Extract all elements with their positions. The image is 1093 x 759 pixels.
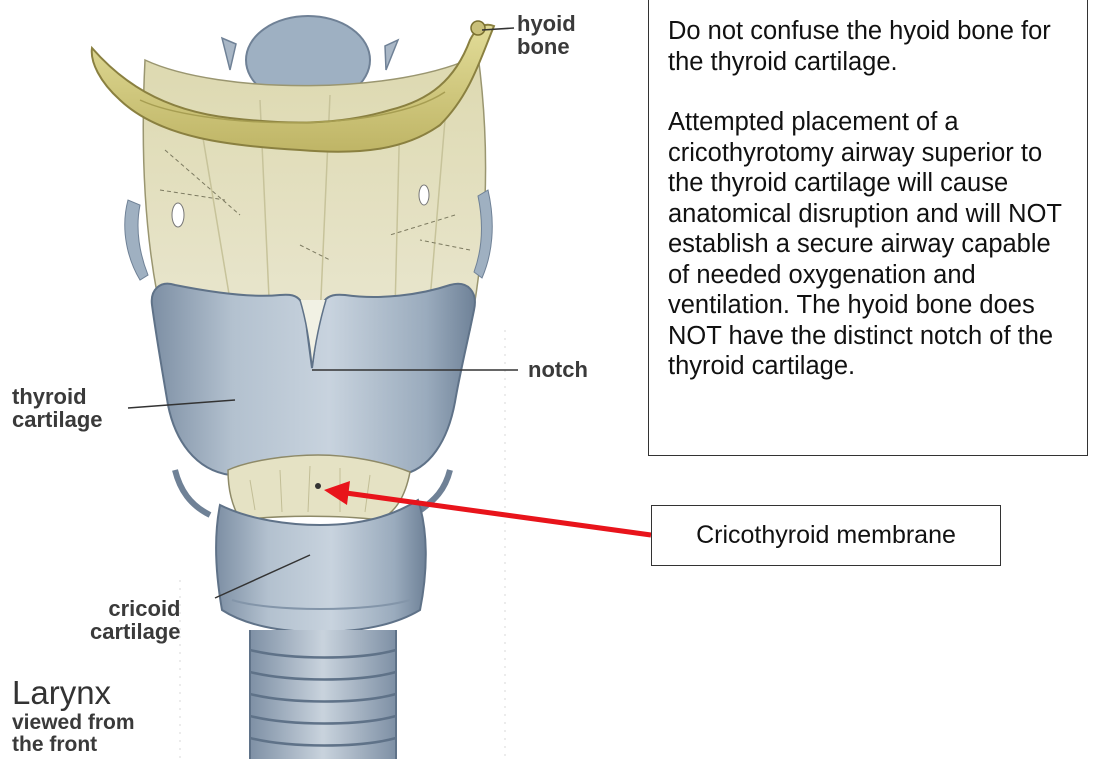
cricothyroid-membrane-callout: Cricothyroid membrane <box>651 505 1001 566</box>
cricoid-cartilage-label-line2: cartilage <box>90 620 181 643</box>
cricoid-cartilage <box>216 500 426 632</box>
cricothyroid-membrane <box>228 455 410 520</box>
notch-label: notch <box>528 358 588 381</box>
thyroid-cartilage-label-line1: thyroid <box>12 385 103 408</box>
hyoid-bone-label-line2: bone <box>517 35 576 58</box>
hyoid-bone-label: hyoid bone <box>517 12 576 58</box>
figure-title: Larynx <box>12 676 111 711</box>
warning-note-box: Do not confuse the hyoid bone for the th… <box>648 0 1088 456</box>
note-paragraph-1: Do not confuse the hyoid bone for the th… <box>668 16 1075 77</box>
figure-subtitle-line1: viewed from <box>12 712 135 734</box>
cricoid-cartilage-label: cricoid cartilage <box>90 597 181 643</box>
hyoid-bone-label-line1: hyoid <box>517 12 576 35</box>
note-paragraph-2: Attempted placement of a cricothyrotomy … <box>668 107 1075 382</box>
figure-subtitle-line2: the front <box>12 734 135 756</box>
figure-subtitle: viewed from the front <box>12 712 135 756</box>
thyroid-cartilage-label-line2: cartilage <box>12 408 103 431</box>
cricoid-cartilage-label-line1: cricoid <box>90 597 181 620</box>
thyroid-cartilage-label: thyroid cartilage <box>12 385 103 431</box>
trachea <box>250 630 396 759</box>
